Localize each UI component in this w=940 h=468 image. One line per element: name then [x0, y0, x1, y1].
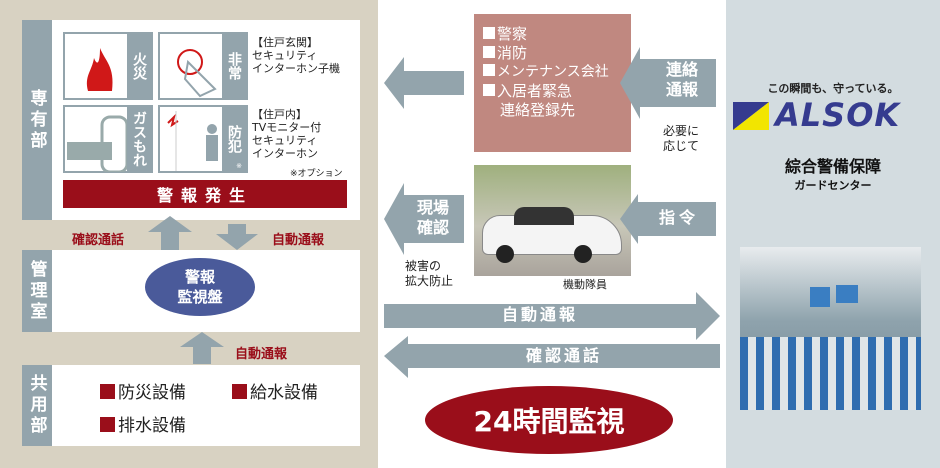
alsok-logo: ALSOK [733, 96, 933, 134]
command-arrow [620, 194, 716, 244]
down-arrow [216, 224, 258, 250]
contacts-box: 警察 消防 メンテナンス会社 入居者緊急 連絡登録先 [474, 14, 631, 152]
damage-note: 被害の拡大防止 [405, 259, 454, 288]
facility-water-supply: 給水設備 [232, 378, 318, 403]
left-arrow [384, 57, 464, 109]
crime-prevention-icon: 防犯 ※ [158, 105, 248, 173]
control-room-photo [740, 247, 921, 410]
auto-report-arrow-label: 自動通報 [501, 305, 578, 324]
guard-center-label: ガードセンター [794, 179, 872, 192]
private-area-label: 専有部 [22, 20, 52, 220]
common-area-section: 共用部 [22, 365, 360, 446]
as-needed-note: 必要に応じて [663, 124, 700, 153]
up-arrow [180, 332, 224, 364]
option-note: ※オプション [290, 169, 343, 179]
car-caption: 機動隊員 [563, 278, 607, 291]
communication-arrows [384, 292, 720, 378]
entrance-note: 【住戸玄関】セキュリティインターホン子機 [252, 36, 340, 75]
gas-leak-icon: ガスもれ [63, 105, 153, 173]
command-label: 指令 [658, 208, 699, 227]
company-name: 綜合警備保障 [784, 157, 881, 176]
alarm-banner: 警報発生 [63, 180, 347, 208]
common-area-label: 共用部 [22, 365, 52, 446]
vertical-arrows [148, 216, 258, 250]
inside-note: 【住戸内】TVモニター付セキュリティインターホン [252, 108, 322, 160]
auto-report-label: 自動通報 [235, 347, 288, 362]
contact-report-arrow [620, 47, 716, 119]
contact-report-label: 連絡通報 [665, 60, 698, 99]
fire-icon: 火災 [63, 32, 153, 100]
alarm-monitor-panel: 警報監視盤 [145, 258, 255, 316]
confirm-call-label: 確認通話 [72, 233, 125, 248]
up-arrow [148, 216, 192, 250]
onsite-check-label: 現場確認 [416, 198, 449, 237]
auto-report-arrow [384, 292, 720, 340]
facility-drainage: 排水設備 [100, 411, 186, 436]
emergency-button-icon: 非常 [158, 32, 248, 100]
tagline: この瞬間も、守っている。 [767, 82, 899, 95]
24h-monitoring-badge: 24時間監視 [425, 386, 673, 454]
management-label: 管理室 [22, 250, 52, 332]
onsite-check-arrow [384, 183, 464, 255]
confirm-call-arrow [384, 336, 720, 378]
patrol-car-photo [474, 165, 631, 276]
confirm-call-arrow-label: 確認通話 [525, 346, 602, 365]
facility-disaster-prevention: 防災設備 [100, 378, 186, 403]
auto-report-label: 自動通報 [272, 233, 325, 248]
